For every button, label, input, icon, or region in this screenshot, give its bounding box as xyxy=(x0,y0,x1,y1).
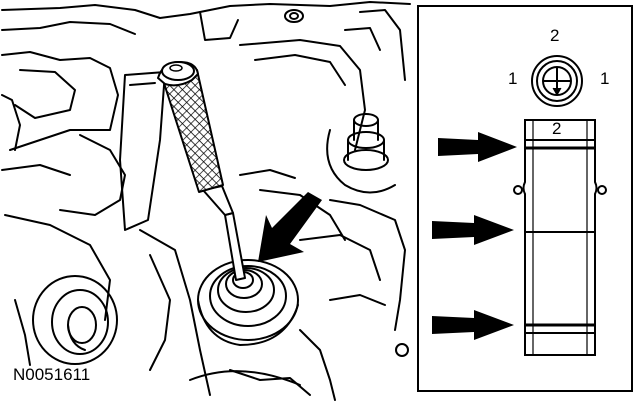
arrow-icon xyxy=(438,132,517,162)
side-view-label: 2 xyxy=(552,119,562,138)
top-view-label-top: 2 xyxy=(550,26,560,45)
lifter-top-view xyxy=(531,55,583,107)
inset-panel xyxy=(417,5,633,392)
cylinder-head-illustration xyxy=(1,1,411,401)
top-view-label-left: 1 xyxy=(508,69,518,88)
arrow-icon xyxy=(432,310,514,340)
valve-lash-adjuster-tool xyxy=(157,61,246,281)
arrow-icon xyxy=(258,192,322,262)
top-view-label-right: 1 xyxy=(600,69,610,88)
figure-id-label: N0051611 xyxy=(13,365,91,384)
arrow-icon xyxy=(432,215,514,245)
lifter-side-view xyxy=(513,119,607,356)
